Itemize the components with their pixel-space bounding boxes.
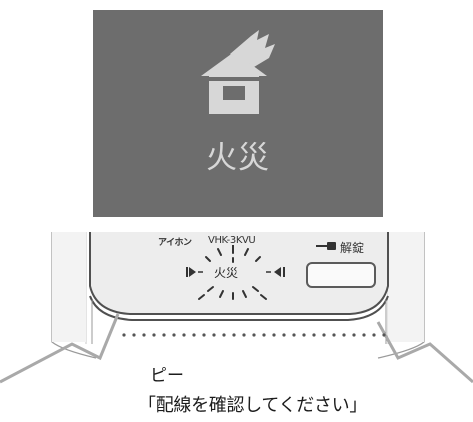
release-button[interactable] — [306, 262, 376, 288]
fire-alert-label: 火災 — [206, 140, 270, 176]
brand-logo: アイホン — [158, 238, 192, 248]
speaker-grille — [122, 333, 386, 337]
model-number: VHK-3KVU — [208, 235, 256, 246]
display-screen: 火災 — [93, 10, 383, 217]
beep-sound-text: ピー — [150, 366, 184, 386]
panel-fire-label: 火災 — [214, 266, 239, 280]
key-icon — [316, 242, 336, 250]
voice-message-text: 「配線を確認してください」 — [138, 395, 368, 416]
release-label: 解錠 — [340, 241, 365, 255]
burning-house-icon — [201, 30, 275, 114]
blinking-rays-icon — [186, 245, 285, 300]
